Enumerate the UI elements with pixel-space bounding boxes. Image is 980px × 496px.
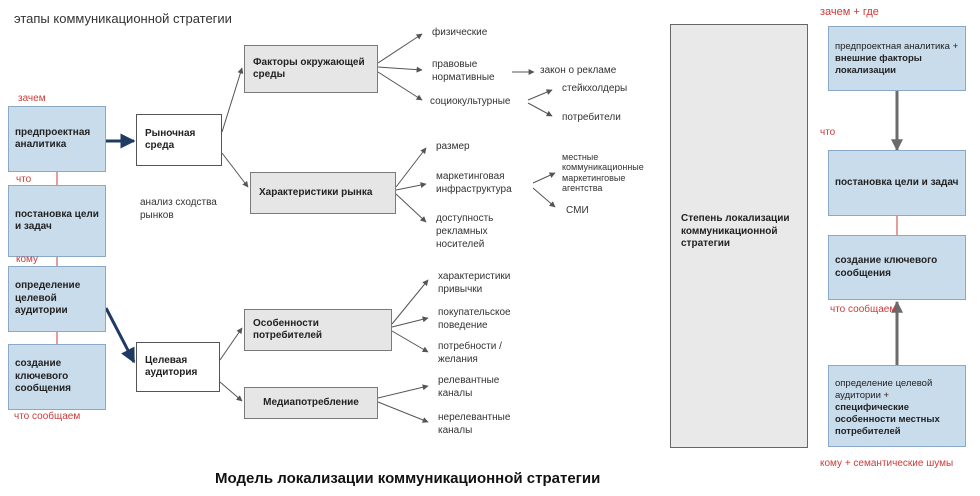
box-goal-setting: постановка цели и задач [8, 185, 106, 257]
ad-media-availability: доступность рекламных носителей [436, 213, 494, 250]
relevant-channels: релевантные каналы [438, 375, 500, 399]
consumer-behavior: покупательское поведение [438, 307, 511, 331]
factor-consumers: потребители [562, 112, 621, 123]
local-consumer-specifics-text: специфические особенности местных потреб… [835, 401, 940, 437]
stages-title: этапы коммуникационной стратегии [14, 11, 232, 26]
box-key-message: создание ключевого сообщения [8, 344, 106, 410]
consumer-habits: характеристики привычки [438, 271, 511, 295]
label-what: что [16, 174, 32, 185]
box-analytics-external-factors: предпроектная аналитика + внешние фактор… [828, 26, 966, 91]
market-size: размер [436, 141, 470, 152]
label-what-say: что сообщаем [14, 411, 81, 422]
factor-sociocultural: социокультурные [430, 96, 511, 107]
label-what-say-right: что сообщаем [830, 304, 897, 315]
box-preproject-analytics: предпроектная аналитика [8, 106, 106, 172]
label-what-right: что [820, 127, 836, 138]
diagram-caption: Модель локализации коммуникационной стра… [215, 470, 601, 487]
box-goal-setting-right: постановка цели и задач [828, 150, 966, 216]
box-market-characteristics: Характеристики рынка [250, 172, 396, 214]
factor-legal: правовые нормативные [432, 59, 495, 83]
label-whom-noise: кому + семантические шумы [820, 458, 954, 469]
market-similarity-note: анализ сходства рынков [140, 197, 217, 221]
box-key-message-right: создание ключевого сообщения [828, 235, 966, 300]
box-target-audience: Целевая аудитория [136, 342, 220, 392]
box-audience-specifics: определение целевой аудитории + специфич… [828, 365, 966, 447]
label-whom: кому [16, 254, 39, 265]
mass-media: СМИ [566, 205, 589, 216]
box-target-audience-definition: определение целевой аудитории [8, 266, 106, 332]
external-factors-text: внешние факторы локализации [835, 52, 922, 76]
factor-stakeholders: стейкхолдеры [562, 83, 628, 94]
audience-definition-text: определение целевой аудитории + [835, 378, 933, 401]
box-market-environment: Рыночная среда [136, 114, 222, 166]
local-agencies: местные коммуникационные маркетинговые а… [562, 152, 644, 194]
box-environmental-factors: Факторы окружающей среды [244, 45, 378, 93]
box-consumer-features: Особенности потребителей [244, 309, 392, 351]
irrelevant-channels: нерелевантные каналы [438, 412, 511, 436]
factor-advertising-law: закон о рекламе [540, 65, 617, 76]
consumer-needs: потребности / желания [438, 341, 502, 365]
label-why-where: зачем + где [820, 6, 879, 18]
box-media-consumption: Медиапотребление [244, 387, 378, 419]
box-localization-degree: Степень локализации коммуникационной стр… [670, 24, 808, 448]
analytics-text: предпроектная аналитика + [835, 41, 959, 52]
marketing-infrastructure: маркетинговая инфраструктура [436, 171, 512, 195]
factor-physical: физические [432, 27, 488, 38]
label-why: зачем [18, 93, 46, 104]
